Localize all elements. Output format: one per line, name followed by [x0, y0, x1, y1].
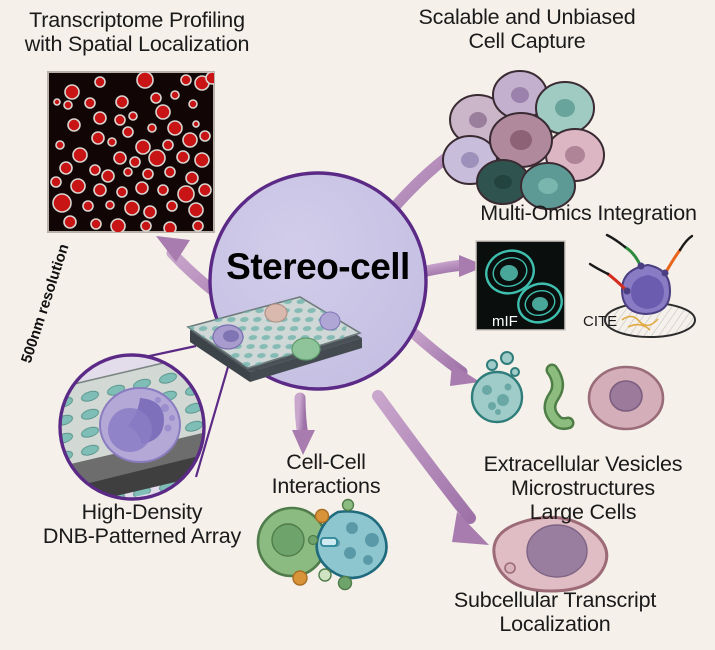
arrow-to-cell-cell [292, 392, 315, 455]
label-cite: CITE [583, 313, 618, 330]
cite-seq-illustration [588, 233, 696, 338]
two-interacting-cells [256, 498, 388, 591]
microstructure-worm [543, 363, 575, 431]
segmented-nuclei-micrograph [47, 71, 215, 233]
arrow-to-subcellular [372, 390, 489, 545]
large-cell-pink [587, 365, 665, 431]
large-pink-cell [492, 515, 609, 593]
vesicle-releasing-cell [470, 351, 524, 424]
mif-micrograph [475, 240, 566, 331]
label-mif: mIF [492, 313, 518, 330]
label-cell-cell-interactions: Cell-Cell Interactions [271, 450, 381, 499]
label-subcellular-transcript-localization: Subcellular Transcript Localization [453, 588, 657, 637]
magnified-dnb-array [58, 353, 206, 501]
label-dnb-patterned-array: High-Density DNB-Patterned Array [42, 500, 242, 549]
label-cell-capture: Scalable and Unbiased Cell Capture [418, 5, 636, 54]
label-multi-omics-integration: Multi-Omics Integration [480, 201, 697, 225]
label-transcriptome-profiling: Transcriptome Profiling with Spatial Loc… [24, 8, 250, 57]
label-extracellular-vesicles: Extracellular Vesicles Microstructures L… [483, 452, 683, 525]
cell-cluster-illustration [442, 70, 605, 210]
arrow-to-extracellular [404, 324, 480, 386]
page-title: Stereo-cell [226, 246, 410, 287]
